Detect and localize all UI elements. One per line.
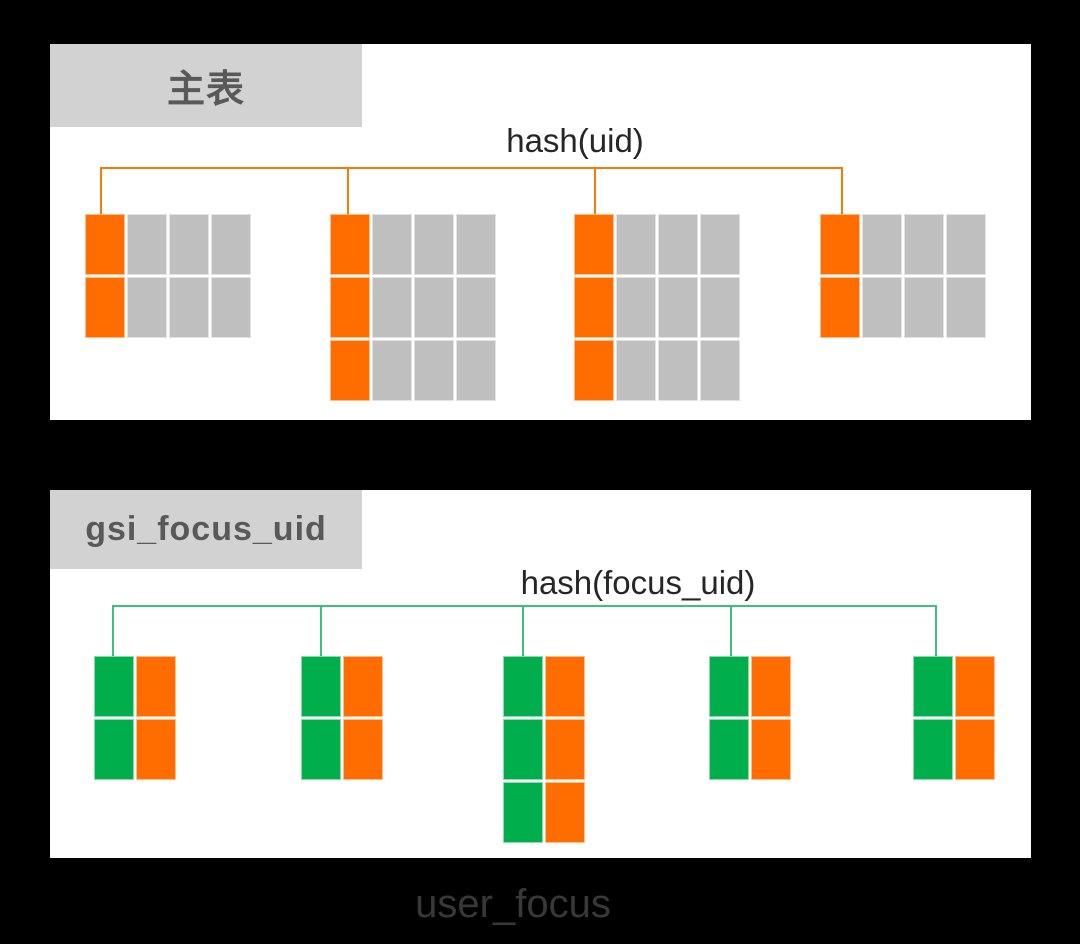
main-shard-1-data-cell (372, 340, 412, 401)
main-table-hash-label: hash(uid) (506, 122, 644, 159)
gsi-connector-drop-0 (112, 605, 114, 658)
main-shard-2-data-cell (616, 277, 656, 338)
main-connector-drop-2 (594, 167, 596, 216)
gsi-shard-4-key-cell (913, 656, 953, 717)
main-shard-0-key-cell (85, 277, 125, 338)
main-shard-3 (820, 214, 986, 338)
main-shard-2-data-cell (658, 277, 698, 338)
gsi-shard-3-data-cell (751, 719, 791, 780)
gsi-shard-3-data-cell (751, 656, 791, 717)
gsi-shard-1-key-cell (301, 656, 341, 717)
main-connector-hline (100, 167, 843, 169)
main-shard-1-data-cell (456, 214, 496, 275)
main-connector-drop-1 (347, 167, 349, 216)
gsi-table-label: gsi_focus_uid (50, 490, 362, 569)
gsi-shard-3 (709, 656, 791, 780)
gsi-shard-2-data-cell (545, 656, 585, 717)
main-shard-3-data-cell (946, 277, 986, 338)
gsi-shard-2 (503, 656, 585, 843)
main-shard-3-key-cell (820, 277, 860, 338)
gsi-shard-4 (913, 656, 995, 780)
main-connector-drop-3 (841, 167, 843, 216)
main-shard-2 (574, 214, 740, 401)
gsi-shard-3-key-cell (709, 656, 749, 717)
main-shard-3-data-cell (862, 277, 902, 338)
gsi-shard-4-data-cell (955, 719, 995, 780)
gsi-table-panel: gsi_focus_uid hash(focus_uid) (50, 490, 1031, 858)
gsi-connector-hline (112, 605, 937, 607)
main-shard-1-key-cell (330, 340, 370, 401)
main-shard-2-data-cell (658, 340, 698, 401)
main-shard-0-data-cell (127, 277, 167, 338)
gsi-shard-0-data-cell (136, 656, 176, 717)
main-shard-3-data-cell (904, 214, 944, 275)
gsi-shard-1-data-cell (343, 656, 383, 717)
gsi-connector-drop-1 (320, 605, 322, 658)
gsi-shard-1-key-cell (301, 719, 341, 780)
main-shard-2-key-cell (574, 214, 614, 275)
main-shard-1-data-cell (372, 277, 412, 338)
main-shard-3-data-cell (862, 214, 902, 275)
gsi-table-hash-label: hash(focus_uid) (520, 564, 756, 601)
main-connector-drop-0 (100, 167, 102, 216)
gsi-connector-drop-3 (730, 605, 732, 658)
main-shard-3-key-cell (820, 214, 860, 275)
main-shard-1-data-cell (414, 340, 454, 401)
gsi-shard-0-key-cell (94, 719, 134, 780)
main-shard-0-data-cell (169, 277, 209, 338)
main-shard-1-data-cell (414, 214, 454, 275)
gsi-shard-0-key-cell (94, 656, 134, 717)
gsi-shard-1 (301, 656, 383, 780)
gsi-shard-0-data-cell (136, 719, 176, 780)
table-name-caption: user_focus (415, 882, 611, 926)
main-shard-2-data-cell (700, 214, 740, 275)
gsi-shard-4-key-cell (913, 719, 953, 780)
gsi-shard-4-data-cell (955, 656, 995, 717)
main-shard-2-data-cell (700, 340, 740, 401)
gsi-shard-2-key-cell (503, 782, 543, 843)
main-shard-0 (85, 214, 251, 338)
main-shard-1 (330, 214, 496, 401)
main-shard-2-data-cell (700, 277, 740, 338)
gsi-shard-2-data-cell (545, 719, 585, 780)
main-shard-0-key-cell (85, 214, 125, 275)
main-table-panel: 主表 hash(uid) (50, 44, 1031, 420)
main-shard-0-data-cell (127, 214, 167, 275)
main-shard-3-data-cell (904, 277, 944, 338)
gsi-shard-2-key-cell (503, 656, 543, 717)
main-shard-3-data-cell (946, 214, 986, 275)
main-shard-1-data-cell (414, 277, 454, 338)
main-shard-0-data-cell (211, 214, 251, 275)
main-shard-2-key-cell (574, 277, 614, 338)
main-shard-2-data-cell (658, 214, 698, 275)
main-shard-0-data-cell (211, 277, 251, 338)
main-shard-1-key-cell (330, 277, 370, 338)
gsi-shard-2-data-cell (545, 782, 585, 843)
gsi-shard-0 (94, 656, 176, 780)
main-shard-1-key-cell (330, 214, 370, 275)
main-shard-2-key-cell (574, 340, 614, 401)
main-shard-0-data-cell (169, 214, 209, 275)
main-shard-2-data-cell (616, 340, 656, 401)
main-table-label: 主表 (50, 44, 362, 127)
main-shard-1-data-cell (372, 214, 412, 275)
gsi-shard-2-key-cell (503, 719, 543, 780)
gsi-connector-drop-2 (522, 605, 524, 658)
main-shard-1-data-cell (456, 277, 496, 338)
main-shard-1-data-cell (456, 340, 496, 401)
main-shard-2-data-cell (616, 214, 656, 275)
gsi-shard-3-key-cell (709, 719, 749, 780)
gsi-connector-drop-4 (935, 605, 937, 658)
gsi-shard-1-data-cell (343, 719, 383, 780)
